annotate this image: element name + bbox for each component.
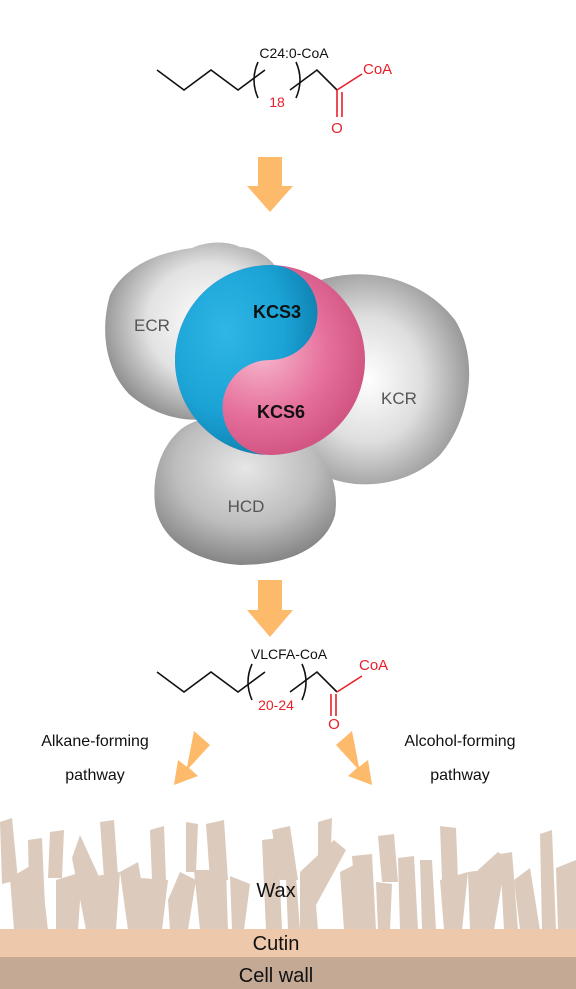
top-bracket-left <box>253 61 259 99</box>
top-coa-label: CoA <box>363 61 392 78</box>
bottom-bracket-right <box>301 663 307 701</box>
ecr-label: ECR <box>134 316 170 335</box>
wax-label: Wax <box>256 880 295 902</box>
bottom-molecule: VLCFA-CoA 20-24 CoA O <box>156 646 388 733</box>
top-bracket-right <box>295 61 301 99</box>
bottom-repeat-count: 20-24 <box>258 697 294 713</box>
cell-wall-layer <box>0 957 576 989</box>
top-oxygen-label: O <box>331 120 343 137</box>
bottom-chain-left <box>156 671 266 693</box>
top-molecule: C24:0-CoA 18 CoA O <box>156 45 392 137</box>
wax-crystals <box>0 818 576 930</box>
top-bond-to-coa <box>336 73 363 91</box>
bottom-bracket-left <box>247 663 253 701</box>
down-arrow-2 <box>247 580 293 637</box>
cutin-label: Cutin <box>253 933 300 955</box>
alkane-pathway-arrow <box>174 731 210 785</box>
bottom-bond-to-coa <box>336 675 363 693</box>
bottom-oxygen-label: O <box>328 716 340 733</box>
alkane-pathway-label-line1: Alkane-forming <box>41 733 149 750</box>
kcs6-label: KCS6 <box>257 402 305 422</box>
kcs3-subunit <box>175 265 318 455</box>
alkane-pathway-label-line2: pathway <box>65 767 125 784</box>
bottom-chain-right <box>289 670 338 693</box>
cutin-layer <box>0 929 576 957</box>
alcohol-pathway-arrow <box>336 731 372 785</box>
hcd-subunit <box>154 416 336 565</box>
alcohol-pathway-label-line2: pathway <box>430 767 490 784</box>
top-molecule-name: C24:0-CoA <box>259 45 329 61</box>
hcd-label: HCD <box>228 497 265 516</box>
top-chain-left <box>156 69 266 91</box>
down-arrow-1 <box>247 157 293 212</box>
enzyme-complex: ECR KCS3 KCS6 KCR HCD <box>105 242 470 565</box>
cell-wall-label: Cell wall <box>239 965 313 987</box>
bottom-molecule-name: VLCFA-CoA <box>251 646 328 662</box>
top-chain-right <box>289 68 338 91</box>
kcs3-label: KCS3 <box>253 302 301 322</box>
bottom-coa-label: CoA <box>359 657 388 674</box>
top-repeat-count: 18 <box>269 94 285 110</box>
kcr-label: KCR <box>381 389 417 408</box>
alcohol-pathway-label-line1: Alcohol-forming <box>404 733 515 750</box>
